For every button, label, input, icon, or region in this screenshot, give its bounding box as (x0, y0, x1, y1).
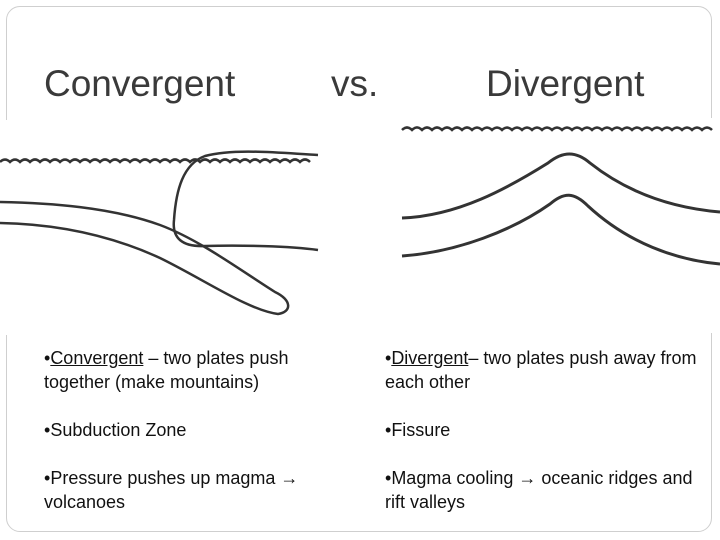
bullet-marker: • (44, 468, 51, 488)
divergent-definition-text: – two plates push away from each other (385, 348, 697, 392)
subduction-zone-text: Subduction Zone (50, 420, 187, 440)
subduction-zone-bullet: •Subduction Zone (44, 418, 344, 442)
title-convergent: Convergent (44, 63, 236, 104)
convergent-term: Convergent (50, 348, 144, 368)
upper-plate-ridge (401, 152, 720, 220)
convergent-diagram (0, 120, 320, 335)
fissure-text: Fissure (391, 420, 451, 440)
bullet-marker: • (385, 420, 392, 440)
pressure-text: Pressure pushes up magma → volcanoes (44, 468, 299, 512)
title-vs: vs. (331, 63, 379, 104)
divergent-term: Divergent (391, 348, 469, 368)
fissure-bullet: •Fissure (385, 418, 705, 442)
title-divergent: Divergent (486, 63, 645, 104)
divergent-water-line (401, 126, 713, 132)
convergent-water-line (0, 158, 311, 164)
pressure-bullet: •Pressure pushes up magma → volcanoes (44, 466, 344, 514)
bullet-marker: • (385, 468, 392, 488)
convergent-definition: •Convergent – two plates push together (… (44, 346, 344, 394)
subducting-plate (0, 200, 290, 316)
bullet-marker: • (44, 348, 51, 368)
bullet-marker: • (44, 420, 51, 440)
convergent-definition-text: – two plates push together (make mountai… (44, 348, 289, 392)
magma-cooling-text: Magma cooling → oceanic ridges and rift … (385, 468, 693, 512)
lower-plate-ridge (401, 193, 720, 266)
divergent-diagram (398, 118, 720, 333)
magma-cooling-bullet: •Magma cooling → oceanic ridges and rift… (385, 466, 705, 514)
divergent-definition: •Divergent– two plates push away from ea… (385, 346, 705, 394)
bullet-marker: • (385, 348, 392, 368)
overriding-plate (172, 150, 319, 252)
